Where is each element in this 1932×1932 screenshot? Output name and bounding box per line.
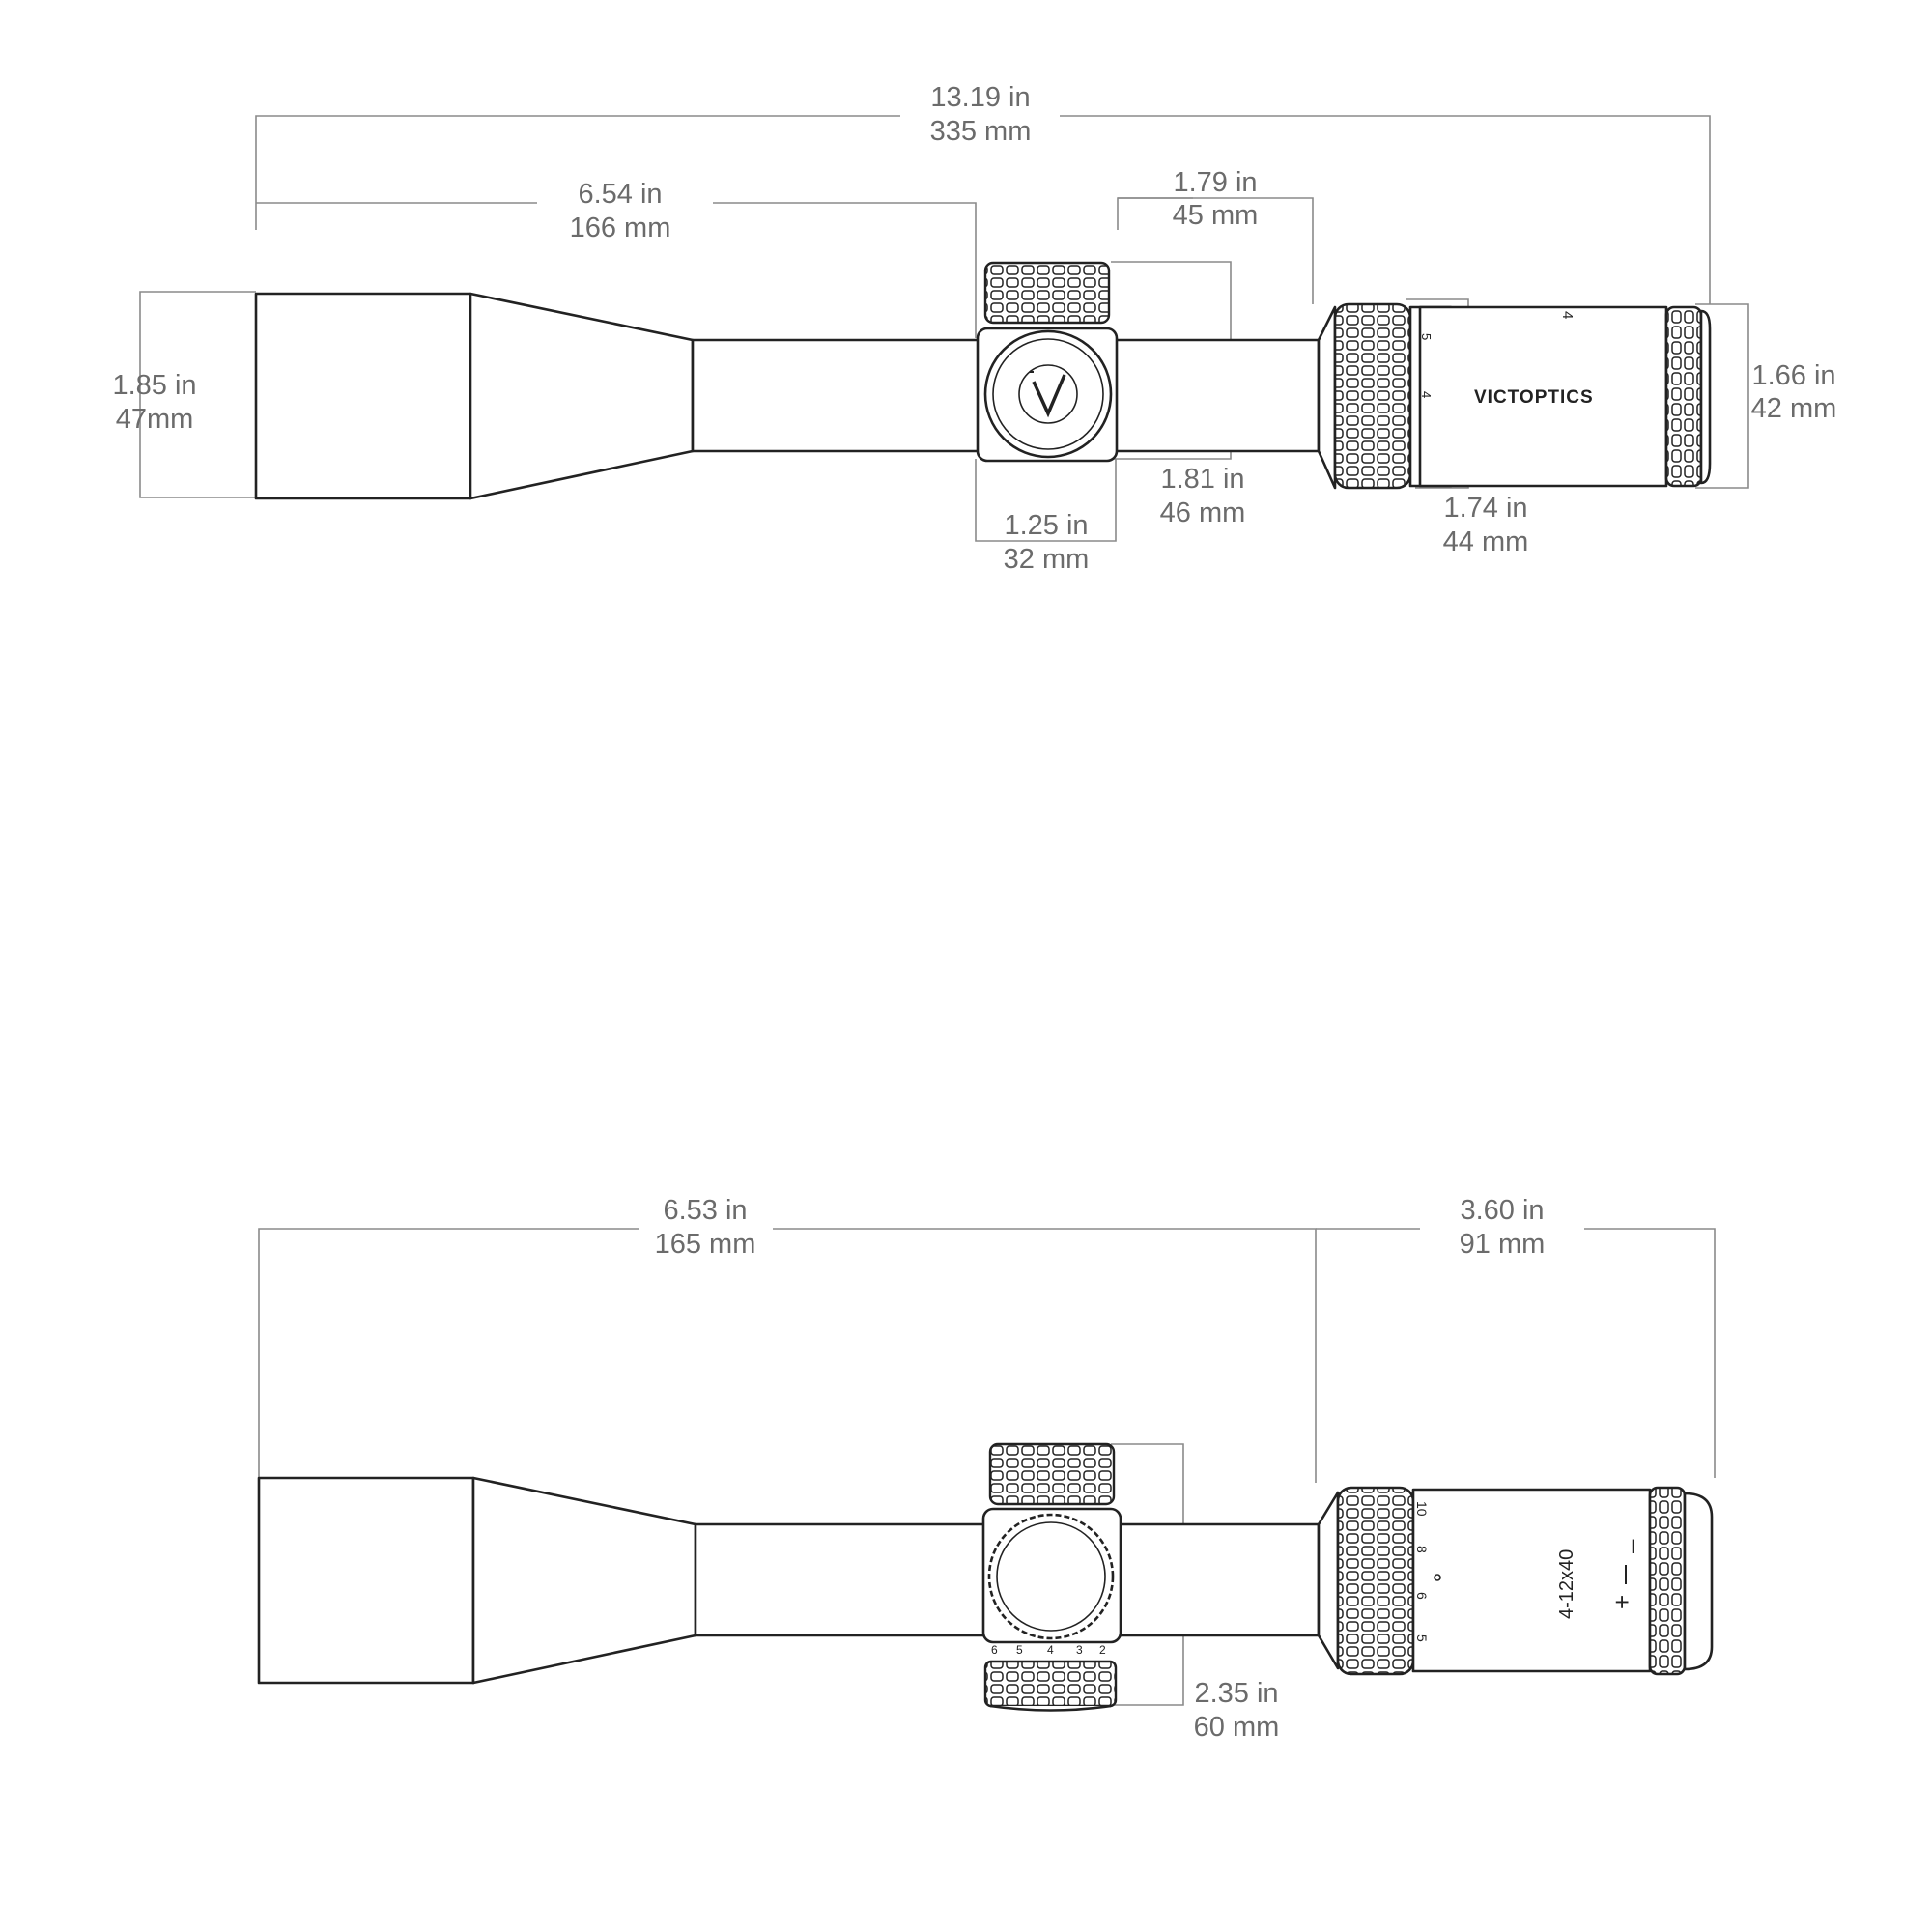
side-view: 6 5 4 3 2 10 8 6 5 4-12x40 + – 6.53 in 1… — [257, 1195, 1716, 1743]
side-eyepiece-length-mm: 91 mm — [1460, 1229, 1546, 1260]
side-scope-body: 6 5 4 3 2 10 8 6 5 4-12x40 + – — [257, 1442, 1714, 1712]
logo-icon — [1032, 374, 1066, 418]
power-ring-in: 1.74 in — [1443, 493, 1527, 524]
side-eyepiece-length-in: 3.60 in — [1460, 1195, 1544, 1226]
objective-bell — [257, 1476, 475, 1685]
diopter-plus: + — [1607, 1595, 1636, 1609]
eyepiece-diameter-in: 1.66 in — [1751, 360, 1835, 391]
side-turret-height-mm: 60 mm — [1194, 1712, 1280, 1743]
power-mark: 5 — [1414, 1634, 1430, 1642]
objective-bell — [254, 292, 472, 500]
eyepiece-body — [1418, 305, 1668, 488]
turret-mark: 4 — [1047, 1643, 1054, 1657]
objective-diameter-in: 1.85 in — [112, 370, 196, 401]
eyepiece-diameter-mm: 42 mm — [1751, 393, 1837, 424]
power-mark: 6 — [1414, 1592, 1430, 1600]
overall-length-in: 13.19 in — [930, 82, 1030, 113]
turret-mark: 3 — [1076, 1643, 1083, 1657]
side-knob — [987, 1513, 1115, 1640]
eyepiece-flare — [1317, 305, 1337, 490]
turret-width-mm: 32 mm — [1004, 544, 1090, 575]
turret-mark: 5 — [1016, 1643, 1023, 1657]
turret-mark: 6 — [991, 1643, 998, 1657]
power-ring — [1333, 302, 1412, 490]
side-dimension-lines — [258, 1228, 1716, 1706]
objective-diameter-mm: 47mm — [116, 404, 194, 435]
model-label: 4-12x40 — [1556, 1549, 1577, 1619]
turret-width-in: 1.25 in — [1004, 510, 1088, 541]
turret-height-in: 1.81 in — [1160, 464, 1244, 495]
diopter-minus: – — [1616, 1539, 1645, 1553]
side-dimension-labels: 6.53 in 165 mm 3.60 in 91 mm 2.35 in 60 … — [655, 1195, 1546, 1743]
power-mark: 10 — [1414, 1501, 1430, 1517]
elevation-knob — [988, 1442, 1116, 1506]
objective-to-turret-in: 6.54 in — [578, 179, 662, 210]
diopter-ring — [1664, 305, 1703, 488]
eyepiece-length-in: 1.79 in — [1173, 167, 1257, 198]
turret-height-mm: 46 mm — [1160, 497, 1246, 528]
eyepiece-body — [1411, 1488, 1652, 1673]
objective-taper — [471, 1476, 697, 1685]
objective-taper — [469, 292, 695, 500]
top-dimension-labels: 13.19 in 335 mm 6.54 in 166 mm 1.79 in 4… — [112, 82, 1836, 575]
top-view: 5 4 4 VICTOPTICS 13.19 in 335 mm 6.54 in… — [112, 82, 1836, 575]
diopter-ring — [1648, 1486, 1687, 1676]
turret-mark: 2 — [1099, 1643, 1106, 1657]
eyepiece-flare — [1317, 1491, 1340, 1670]
ring-mark: 4 — [1559, 311, 1576, 319]
power-ring — [1336, 1486, 1415, 1676]
eyepiece-length-mm: 45 mm — [1173, 200, 1259, 231]
ring-mark: 5 — [1419, 333, 1434, 340]
power-mark: 8 — [1414, 1546, 1430, 1553]
parallax-knob — [983, 329, 1113, 459]
top-dimension-lines — [139, 115, 1749, 542]
side-objective-to-turret-mm: 165 mm — [655, 1229, 756, 1260]
windage-knob — [983, 1660, 1118, 1708]
power-ring-mm: 44 mm — [1443, 526, 1529, 557]
side-turret-height-in: 2.35 in — [1194, 1678, 1278, 1709]
top-scope-body: 5 4 4 VICTOPTICS — [254, 261, 1712, 500]
brand-label: VICTOPTICS — [1474, 387, 1594, 408]
ring-mark: 4 — [1419, 391, 1434, 398]
elevation-knob — [983, 261, 1111, 325]
overall-length-mm: 335 mm — [930, 116, 1032, 147]
objective-to-turret-mm: 166 mm — [570, 213, 671, 243]
side-objective-to-turret-in: 6.53 in — [663, 1195, 747, 1226]
